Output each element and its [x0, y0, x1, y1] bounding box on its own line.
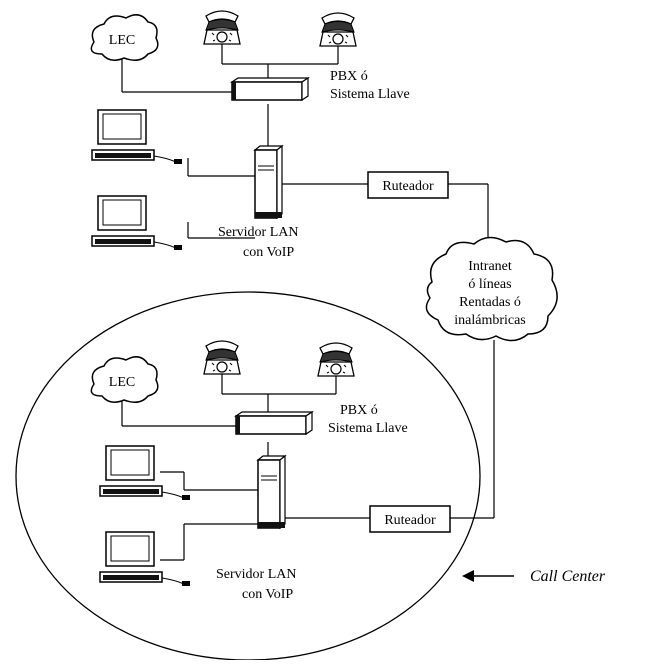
server-icon — [257, 455, 286, 529]
router-label-top: Ruteador — [382, 179, 434, 194]
call-center-site: LEC PBX ó Sistema Llave Servidor LAN con… — [15, 291, 481, 661]
router-box-bottom — [369, 505, 451, 533]
arrowhead-icon — [462, 570, 474, 582]
server-label-top-line1: Servidor LAN — [218, 225, 299, 240]
lec-label-bottom: LEC — [109, 375, 135, 390]
telephone-icon — [317, 342, 355, 377]
router-box-top — [367, 171, 449, 199]
telephone-icon — [203, 10, 241, 45]
router-label-bottom: Ruteador — [384, 513, 436, 528]
lec-cloud-top: LEC — [90, 14, 159, 61]
intranet-cloud: Intranet ó líneas Rentadas ó inalámbrica… — [425, 236, 558, 342]
computer-icon — [91, 109, 183, 165]
server-label-bottom-line2: con VoIP — [242, 587, 293, 602]
call-center-boundary — [15, 291, 481, 661]
pbx-icon — [231, 77, 309, 101]
cloud-label-line4: inalámbricas — [454, 313, 526, 328]
bottom-site-lines — [121, 372, 370, 561]
call-center-callout: Call Center — [462, 568, 606, 585]
server-label-bottom-line1: Servidor LAN — [216, 567, 297, 582]
telephone-icon — [319, 12, 357, 47]
lec-label-top: LEC — [109, 33, 135, 48]
top-site: LEC PBX ó Sistema Llave Servidor LAN con… — [90, 10, 489, 260]
server-label-top-line2: con VoIP — [243, 245, 294, 260]
pbx-label-top-line1: PBX ó — [330, 69, 368, 84]
computer-icon — [99, 531, 191, 587]
cloud-label-line1: Intranet — [468, 259, 512, 274]
telephone-icon — [203, 340, 241, 375]
server-icon — [254, 145, 283, 219]
top-site-lines — [121, 43, 489, 250]
lec-cloud-bottom: LEC — [90, 356, 159, 403]
pbx-label-bottom-line1: PBX ó — [340, 403, 378, 418]
call-center-label: Call Center — [530, 568, 606, 585]
pbx-label-top-line2: Sistema Llave — [330, 87, 410, 102]
pbx-icon — [235, 411, 313, 435]
pbx-label-bottom-line2: Sistema Llave — [328, 421, 408, 436]
cloud-label-line3: Rentadas ó — [459, 295, 521, 310]
computer-icon — [99, 445, 191, 501]
computer-icon — [91, 195, 183, 251]
wan-link — [450, 340, 495, 519]
cloud-label-line2: ó líneas — [468, 277, 511, 292]
